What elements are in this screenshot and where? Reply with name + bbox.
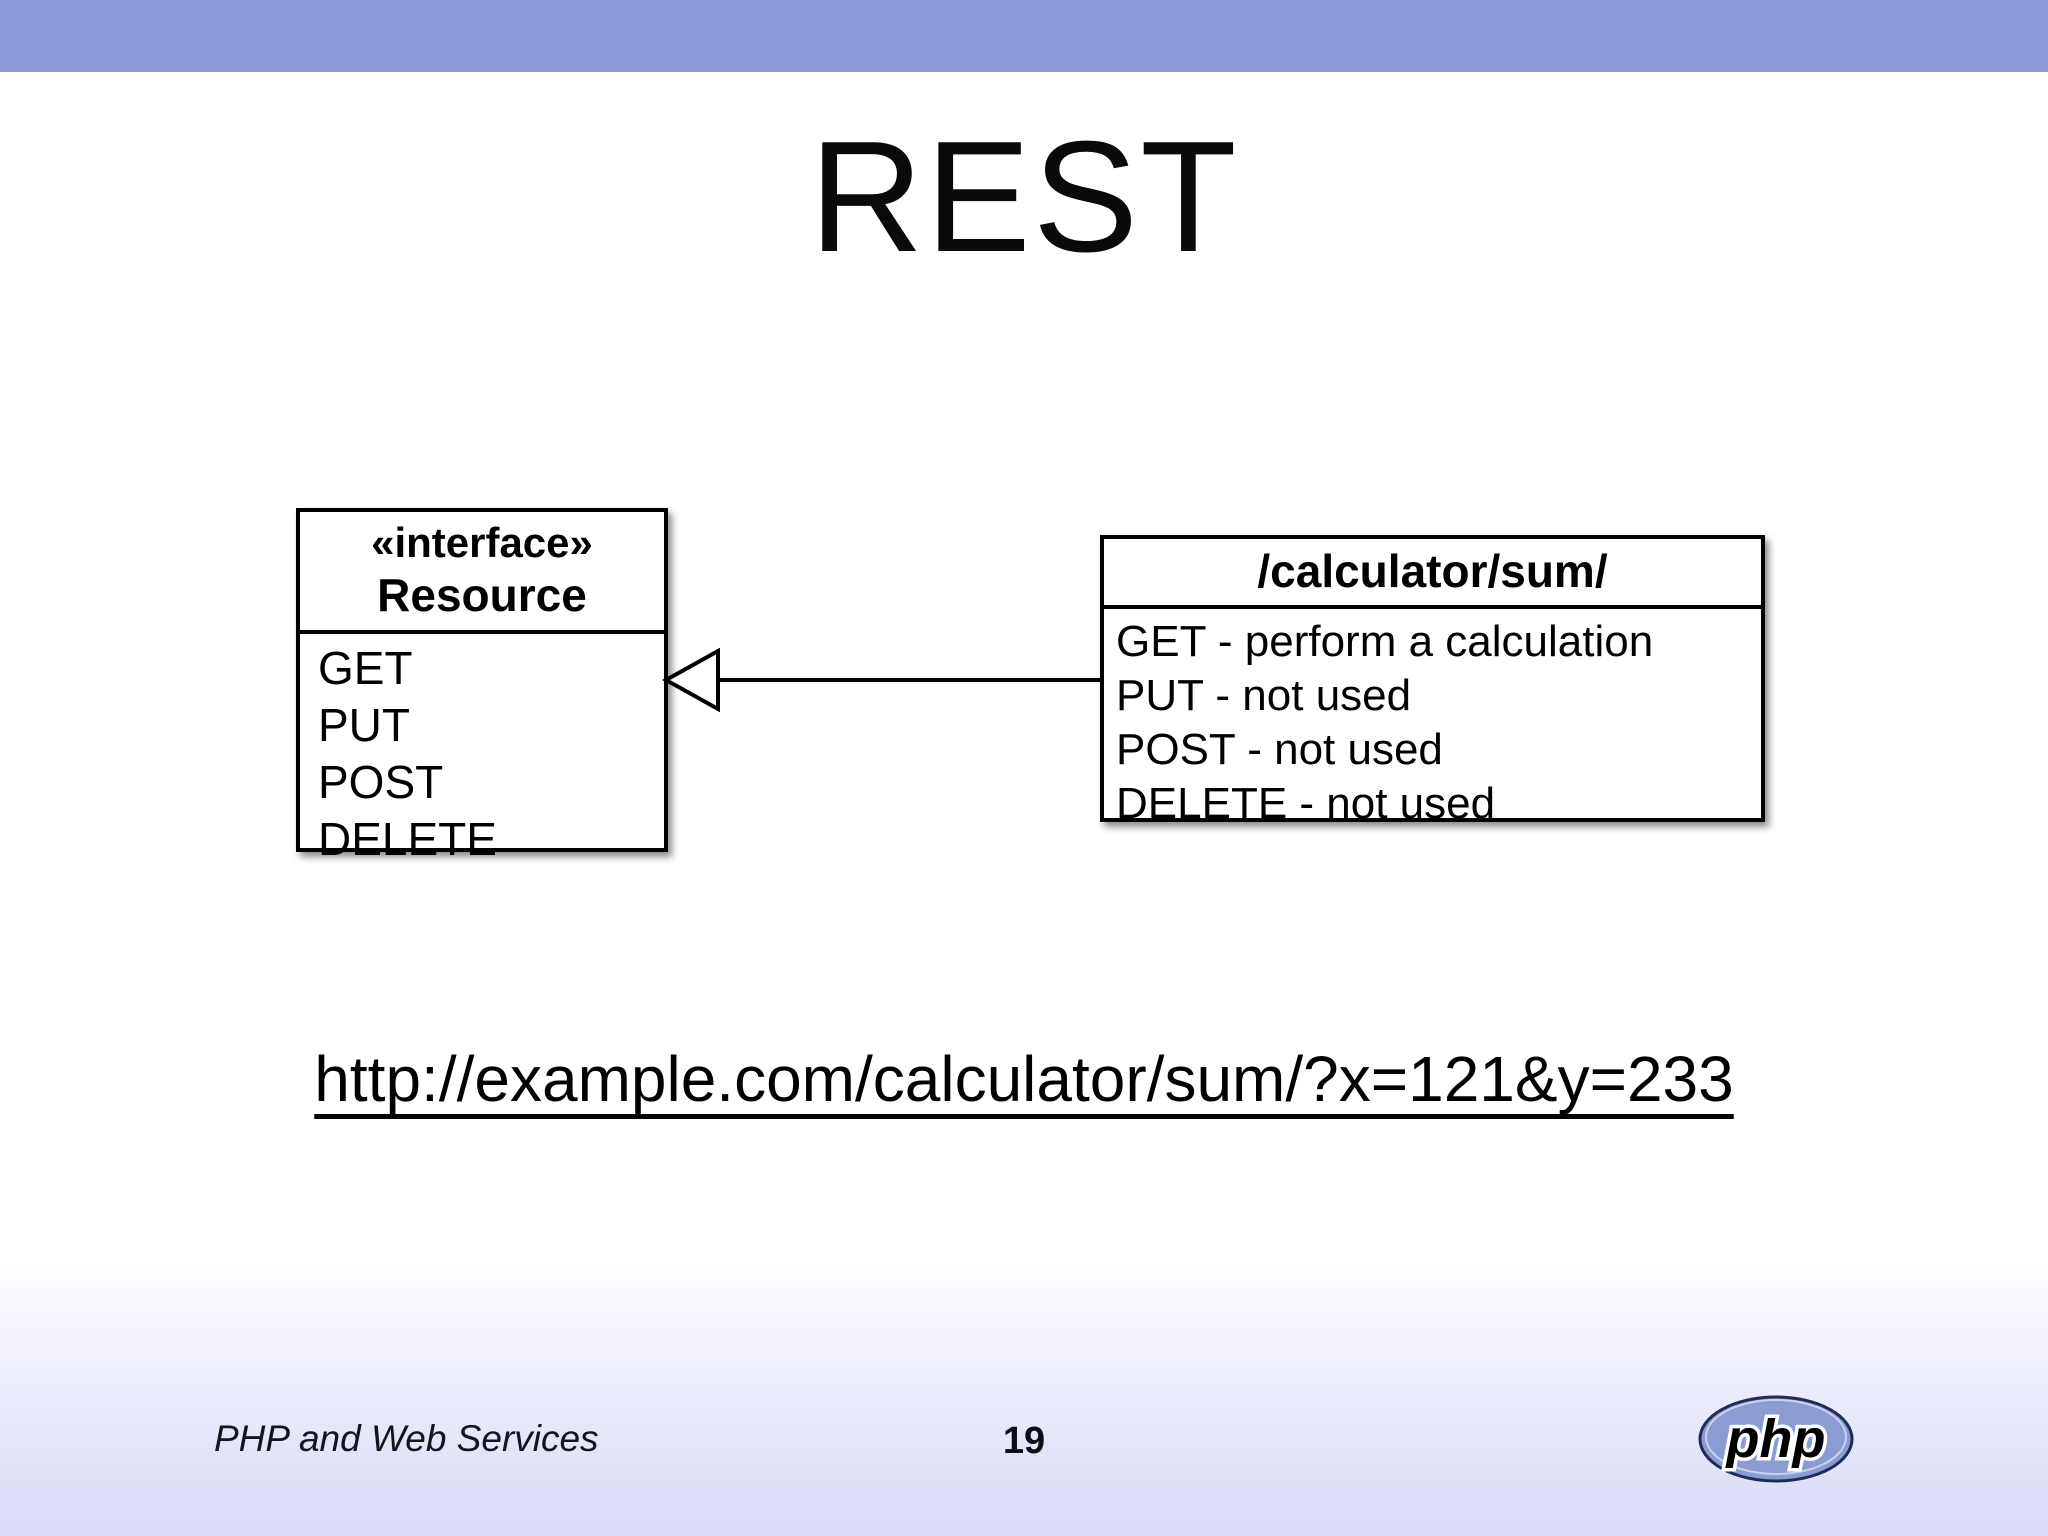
endpoint-method-item: PUT - not used <box>1116 671 1412 720</box>
endpoint-method-item: GET - perform a calculation <box>1116 617 1654 666</box>
uml-endpoint-header: /calculator/sum/ <box>1104 539 1761 609</box>
interface-method-item: GET <box>318 642 413 694</box>
slide-title: REST <box>809 109 1239 285</box>
endpoint-method-item: DELETE - not used <box>1116 779 1496 828</box>
uml-interface-header: «interface» Resource <box>300 512 664 634</box>
endpoint-method-item: POST - not used <box>1116 725 1443 774</box>
interface-method-item: DELETE <box>318 813 497 865</box>
top-bar <box>0 0 2048 72</box>
php-logo-text: php <box>1725 1409 1826 1469</box>
realization-arrow-icon <box>662 647 1104 713</box>
page-number: 19 <box>1002 1420 1046 1462</box>
php-logo-icon: php <box>1698 1395 1854 1483</box>
interface-method-item: PUT <box>318 699 410 751</box>
example-url-link[interactable]: http://example.com/calculator/sum/?x=121… <box>314 1043 1734 1115</box>
interface-stereotype: «interface» <box>371 519 593 566</box>
interface-method-item: POST <box>318 756 444 808</box>
interface-name: Resource <box>377 569 587 621</box>
endpoint-title: /calculator/sum/ <box>1257 545 1608 597</box>
uml-endpoint-box: /calculator/sum/ GET - perform a calcula… <box>1100 535 1765 828</box>
footer-course-title: PHP and Web Services <box>214 1418 599 1459</box>
